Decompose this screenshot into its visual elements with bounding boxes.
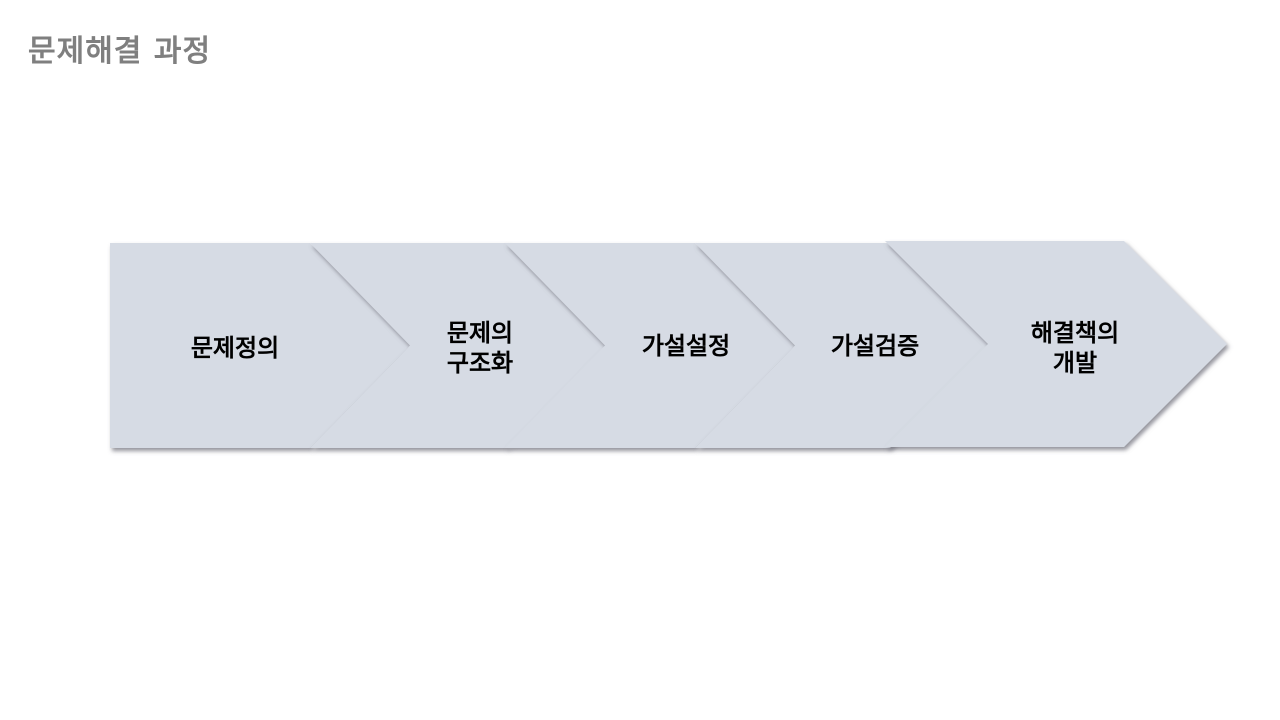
chevron-step-4 bbox=[695, 243, 990, 448]
step-label-line: 구조화 bbox=[446, 349, 514, 377]
step-label-line: 개발 bbox=[1052, 349, 1098, 377]
step-label-line: 문제정의 bbox=[190, 334, 280, 362]
step-label-4: 가설검증 bbox=[775, 331, 975, 361]
step-label-line: 가설설정 bbox=[641, 332, 731, 360]
step-label-line: 가설검증 bbox=[830, 332, 920, 360]
chevron-step-3 bbox=[505, 243, 795, 448]
chevron-step-1 bbox=[110, 243, 410, 448]
page-title: 문제해결 과정 bbox=[28, 34, 212, 69]
step-label-line: 해결책의 bbox=[1030, 319, 1120, 347]
step-label-1: 문제정의 bbox=[135, 333, 335, 363]
chevron-step-5 bbox=[885, 241, 1227, 447]
step-label-line: 문제의 bbox=[446, 319, 514, 347]
step-label-3: 가설설정 bbox=[586, 331, 786, 361]
chevron-step-2 bbox=[310, 243, 607, 448]
